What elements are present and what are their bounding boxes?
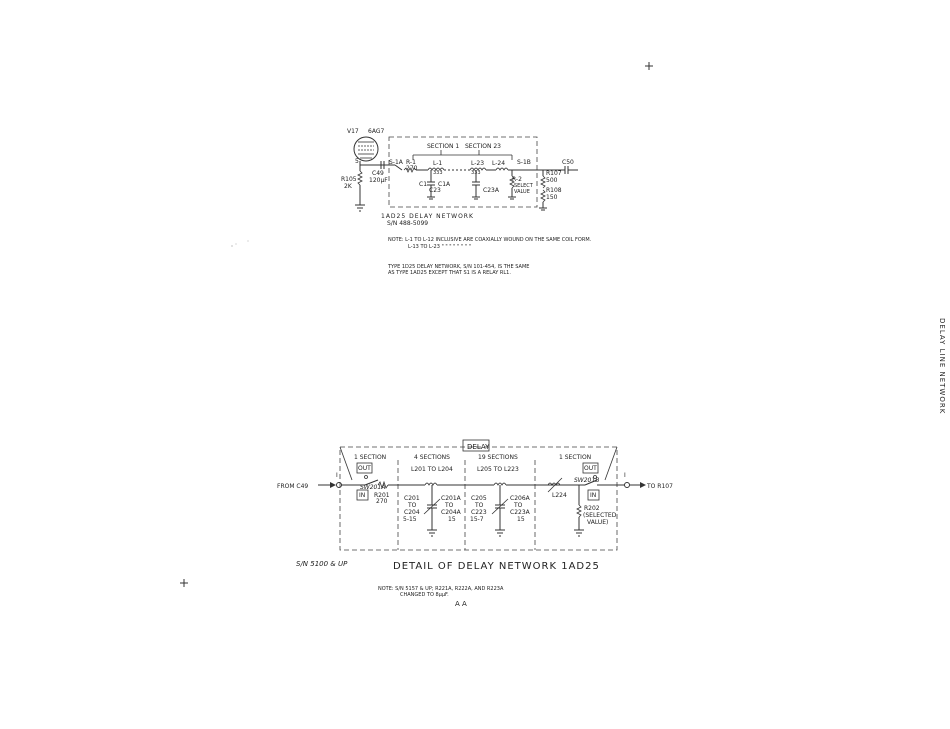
r2-note-1: SELECT — [514, 183, 534, 189]
c23-label: C23 — [429, 187, 441, 194]
g4-line1: C206A — [510, 495, 531, 502]
c1a-label: C1A — [438, 181, 451, 188]
l205-range-label: L205 TO L223 — [477, 466, 519, 473]
g1-line4: 5-15 — [403, 516, 417, 523]
sec4-label: 4 SECTIONS — [414, 454, 450, 461]
bottom-schematic: DELAY 1 SECTION 4 SECTIONS 19 SECTIONS 1… — [277, 439, 673, 608]
bottom-note-2: CHANGED TO 8μμF. — [400, 592, 449, 598]
l23-label: L-23 — [471, 160, 484, 167]
top-schematic: V17 6AG7 5 R105 2K C49 120μF SECTION 1 S… — [341, 128, 592, 276]
out-right-label: OUT — [584, 465, 597, 472]
sw201a-label: SW201A — [360, 484, 385, 491]
g1-line2: TO — [407, 502, 417, 509]
r201-label: R201 — [374, 492, 390, 499]
g3-line4: 15-7 — [470, 516, 484, 523]
margin-title: DELAY LINE NETWORK — [938, 318, 946, 414]
c49-label: C49 — [372, 170, 384, 177]
registration-mark — [180, 579, 188, 587]
r201-value: 270 — [376, 498, 388, 505]
c1-label: C1 — [419, 181, 427, 188]
r107-label: R107 — [546, 170, 562, 177]
g2-line1: C201A — [441, 495, 462, 502]
input-node-label: I — [336, 472, 338, 479]
tube-type-label: 6AG7 — [368, 128, 384, 135]
g2-line4: 15 — [448, 516, 456, 523]
s1a-label: S-1A — [389, 159, 404, 166]
top-note-1: NOTE: L-1 TO L-12 INCLUSIVE ARE COAXIALL… — [388, 237, 592, 243]
bottom-title: DETAIL OF DELAY NETWORK 1AD25 — [393, 561, 600, 572]
r105-value: 2K — [344, 183, 353, 190]
g2-line3: C204A — [441, 509, 462, 516]
sec19-label: 19 SECTIONS — [478, 454, 518, 461]
out-left-label: OUT — [358, 465, 371, 472]
c23a-label: C23A — [483, 187, 500, 194]
tube-symbol — [353, 136, 379, 162]
in-left-label: IN — [359, 492, 365, 499]
l24-label: L-24 — [492, 160, 505, 167]
g3-line3: C223 — [471, 509, 487, 516]
sec1-right-label: 1 SECTION — [559, 454, 591, 461]
g3-line2: TO — [474, 502, 484, 509]
from-label: FROM C49 — [277, 483, 308, 490]
r108-value: 150 — [546, 194, 558, 201]
g3-line1: C205 — [471, 495, 487, 502]
r105-label: R105 — [341, 176, 357, 183]
r202-line3: VALUE) — [587, 519, 608, 526]
r1-value: 270 — [406, 165, 418, 172]
to-label: TO R107 — [646, 483, 673, 490]
page-mark: A A — [455, 600, 467, 608]
c49-value: 120μF — [369, 177, 388, 184]
l201-range-label: L201 TO L204 — [411, 466, 453, 473]
r108-label: R108 — [546, 187, 562, 194]
g1-line3: C204 — [404, 509, 420, 516]
bottom-note-1: NOTE: S/N 5157 & UP; R221A, R222A, AND R… — [378, 586, 504, 592]
serial-note: S/N 5100 & UP — [296, 560, 348, 568]
g1-line1: C201 — [404, 495, 420, 502]
g4-line3: C223A — [510, 509, 531, 516]
g4-line4: 15 — [517, 516, 525, 523]
c50-label: C50 — [562, 159, 574, 166]
top-footnote-2: AS TYPE 1AD25 EXCEPT THAT S1 IS A RELAY … — [388, 270, 511, 276]
r202-line2: (SELECTED — [583, 512, 617, 519]
registration-mark — [645, 62, 653, 70]
l1-label: L-1 — [433, 160, 442, 167]
svg-text:5: 5 — [355, 158, 359, 165]
section-1-label: SECTION 1 — [427, 143, 459, 150]
top-footnote-1: TYPE 1D25 DELAY NETWORK, S/N 101-454, IS… — [387, 264, 529, 270]
s1b-label: S-1B — [517, 159, 531, 166]
sw201b-label: SW201B — [574, 477, 599, 484]
sec1-left-label: 1 SECTION — [354, 454, 386, 461]
g4-line2: TO — [513, 502, 523, 509]
in-right-label: IN — [590, 492, 596, 499]
scan-specks — [231, 240, 249, 247]
top-title: 1AD25 DELAY NETWORK — [381, 213, 474, 220]
r1-label: R-1 — [406, 159, 416, 166]
l224-label: L224 — [552, 492, 567, 499]
output-node-label: I — [624, 472, 626, 479]
delay-label: DELAY — [467, 443, 490, 451]
r107-value: 500 — [546, 177, 558, 184]
tube-ref-label: V17 — [347, 128, 359, 135]
r202-line1: R202 — [584, 505, 600, 512]
r2-note-2: VALUE — [514, 189, 530, 195]
top-note-2: L-13 TO L-23 " " " " " " " " — [408, 244, 471, 250]
r2-label: R-2 — [512, 176, 522, 183]
section-23-label: SECTION 23 — [465, 143, 501, 150]
g2-line2: TO — [444, 502, 454, 509]
coil-dots-a: 333 — [433, 170, 443, 176]
top-serial: S/N 488-5099 — [387, 220, 428, 227]
